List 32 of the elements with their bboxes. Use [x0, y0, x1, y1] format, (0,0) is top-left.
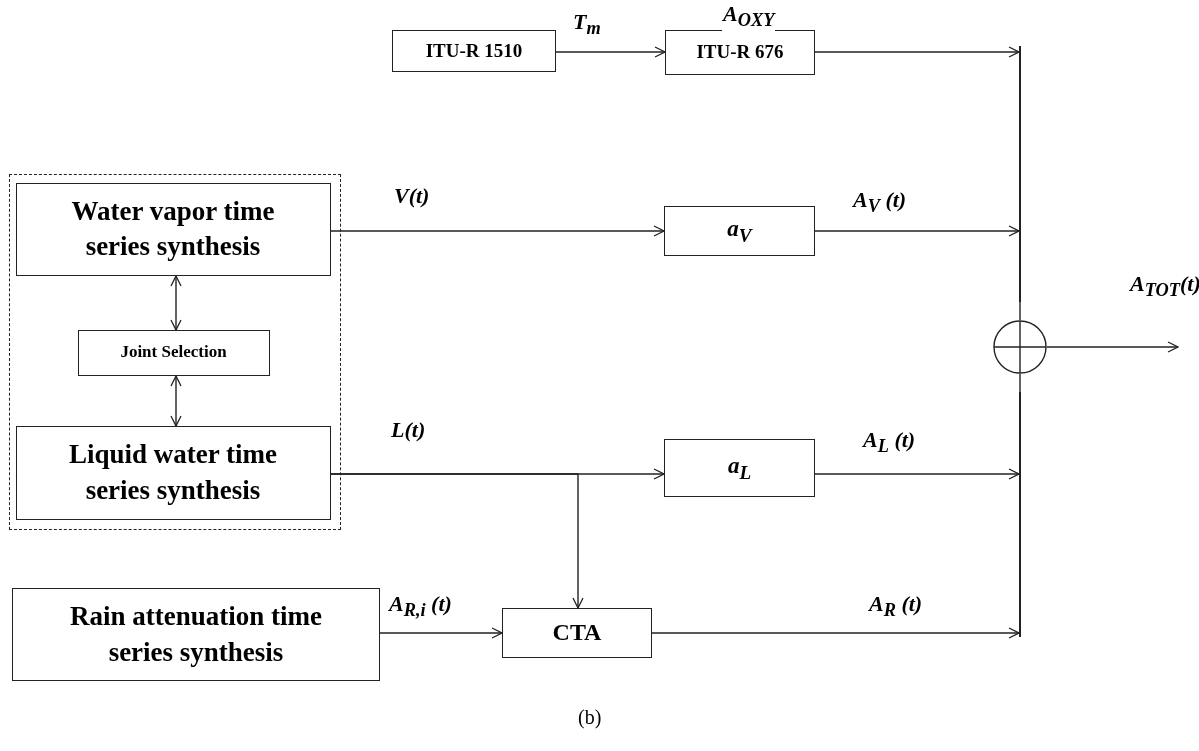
- arrow: [814, 468, 1020, 480]
- box-label: a$_{V}$: [727, 214, 752, 248]
- process-box: [664, 439, 815, 497]
- box-label: Joint Selection: [120, 341, 227, 364]
- arrow: [814, 225, 1020, 237]
- process-box: [15, 425, 331, 520]
- arrow: [330, 473, 584, 609]
- box-label: Rain attenuation time series synthesis: [69, 600, 323, 669]
- process-box: [665, 30, 815, 75]
- process-box: [392, 30, 556, 72]
- arrow: [814, 46, 1020, 58]
- process-box: [664, 206, 815, 256]
- process-box: [77, 329, 270, 376]
- process-box: [15, 182, 331, 276]
- process-box: [502, 608, 652, 658]
- arrow: [651, 627, 1020, 639]
- box-label: a$_{L}$: [727, 451, 752, 485]
- arrow: [555, 46, 666, 58]
- arrow: [170, 275, 182, 331]
- arrow: [170, 375, 182, 427]
- box-label: Water vapor time series synthesis: [70, 194, 276, 263]
- arrow: [1046, 341, 1179, 353]
- figure-caption: (b): [578, 706, 602, 729]
- box-label: Liquid water time series synthesis: [68, 438, 278, 507]
- box-label: CTA: [552, 618, 602, 648]
- arrow: [379, 627, 503, 639]
- summing-junction-circle: [993, 320, 1047, 374]
- arrow: [330, 225, 665, 237]
- dashed-group-box: [9, 174, 341, 530]
- process-box: [12, 588, 380, 681]
- box-label: ITU-R 1510: [425, 38, 523, 63]
- box-label: ITU-R 676: [696, 40, 784, 65]
